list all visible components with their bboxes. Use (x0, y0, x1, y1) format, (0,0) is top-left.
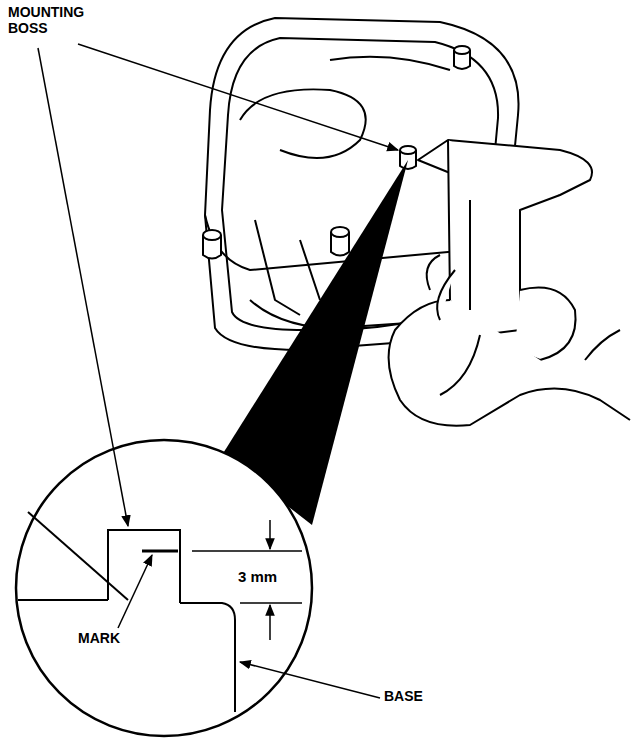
part-name: MARK (78, 630, 120, 646)
detail-section (18, 512, 302, 712)
detail-circle (16, 440, 312, 736)
part-name: BASE (384, 688, 423, 704)
cutters-and-hand (389, 140, 630, 426)
leader-lines (38, 44, 398, 698)
dimension: 3 mm (238, 568, 277, 585)
part-name: MOUNTING BOSS (8, 4, 104, 36)
